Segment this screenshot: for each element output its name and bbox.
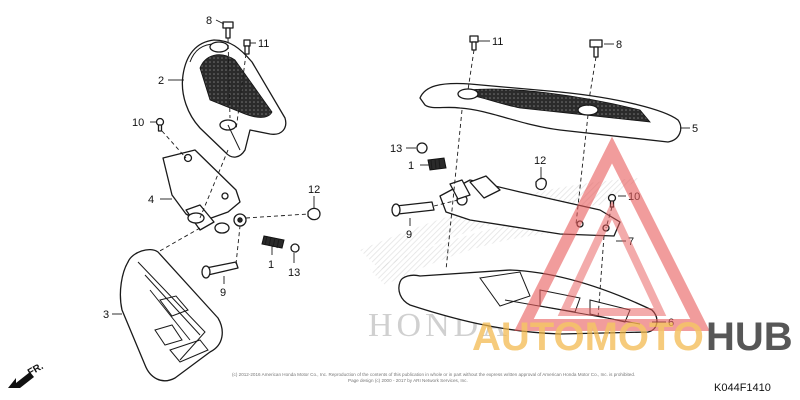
part-9-pin-left — [201, 261, 239, 279]
diagram-code: K044F1410 — [714, 382, 771, 394]
label-8-left: 8 — [206, 15, 212, 27]
part-12-clip-right — [535, 177, 547, 191]
label-2: 2 — [158, 75, 164, 87]
part-1-spring-right — [427, 157, 447, 171]
label-5: 5 — [692, 123, 698, 135]
label-12-right: 12 — [534, 155, 546, 167]
part-5-footpeg-right — [419, 82, 682, 143]
part-12-clip-left — [307, 207, 321, 221]
label-1-left: 1 — [268, 259, 274, 271]
part-8-screw-right — [589, 39, 603, 58]
label-13-right: 13 — [390, 143, 402, 155]
part-13-washer-right — [416, 142, 428, 154]
label-9-right: 9 — [406, 229, 412, 241]
watermark-main-text: AUTOMOTO — [472, 315, 704, 359]
label-10-left: 10 — [132, 117, 144, 129]
copyright-line-2: Page design (c) 2000 - 2017 by ARI Netwo… — [348, 378, 468, 383]
label-4: 4 — [148, 194, 154, 206]
front-direction-label: FR. — [26, 361, 46, 379]
copyright-line-1: (c) 2012-2016 American Honda Motor Co., … — [232, 372, 635, 377]
label-9-left: 9 — [220, 287, 226, 299]
part-9-pin-right — [391, 201, 435, 217]
label-13-left: 13 — [288, 267, 300, 279]
front-direction-arrow: FR. — [8, 361, 46, 388]
watermark-suffix-text: HUB — [706, 315, 793, 359]
label-1-right: 1 — [408, 160, 414, 172]
part-10-screw-left — [155, 117, 165, 132]
part-8-screw-left — [222, 21, 234, 39]
part-4-bracket-left — [162, 149, 247, 234]
automotohub-watermark: AUTOMOTO HUB — [472, 136, 793, 359]
label-12-left: 12 — [308, 184, 320, 196]
label-8-right: 8 — [616, 39, 622, 51]
part-3-cover-left — [119, 248, 223, 382]
label-11-left: 11 — [258, 38, 269, 50]
watermark-triangle-icon — [514, 136, 710, 331]
part-13-washer-left — [290, 243, 300, 253]
part-11-bolt-right — [469, 35, 479, 51]
part-2-footpeg-left — [181, 39, 287, 158]
label-11-right: 11 — [492, 36, 503, 48]
leader-lines — [112, 19, 690, 323]
part-11-bolt-left — [243, 39, 251, 55]
label-3: 3 — [103, 309, 109, 321]
part-1-spring-left — [261, 235, 285, 249]
